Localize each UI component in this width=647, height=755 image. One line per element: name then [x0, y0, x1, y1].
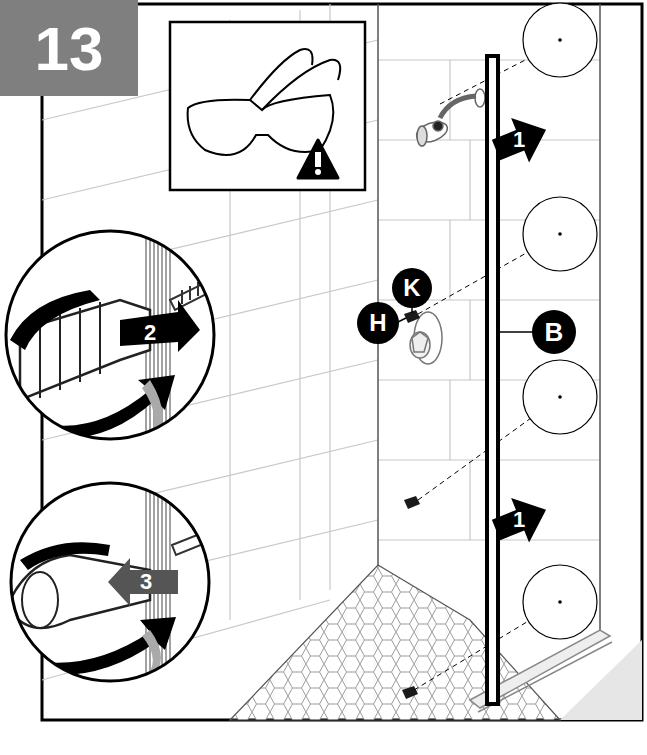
wall-jamb — [487, 56, 498, 704]
wall-corner — [377, 4, 379, 565]
zoom-circle — [11, 483, 209, 681]
zoom-circle — [6, 231, 214, 439]
part-letter-text: K — [403, 274, 420, 302]
callout-number: 1 — [513, 127, 525, 153]
step-number: 13 — [0, 0, 138, 96]
callout-number: 3 — [140, 569, 152, 595]
safety-glasses-notice — [170, 22, 365, 190]
hex-tile-floor — [230, 565, 560, 720]
step-number-text: 13 — [35, 13, 104, 84]
leader-lines — [398, 308, 534, 332]
shower-head — [414, 89, 485, 146]
hole-detail-circles — [523, 3, 597, 639]
zoom-detail-screw-tight — [0, 470, 236, 696]
wall-edge — [599, 4, 601, 640]
zoom-detail-screw — [0, 220, 236, 460]
wall-anchors — [402, 310, 420, 699]
part-letter-text: B — [545, 317, 564, 348]
part-letter: B — [532, 310, 576, 354]
part-letter-text: H — [369, 309, 386, 337]
part-letter: K — [392, 268, 432, 308]
part-letter: H — [357, 302, 399, 344]
callout-number: 2 — [144, 320, 156, 346]
callout-number: 1 — [513, 507, 525, 533]
